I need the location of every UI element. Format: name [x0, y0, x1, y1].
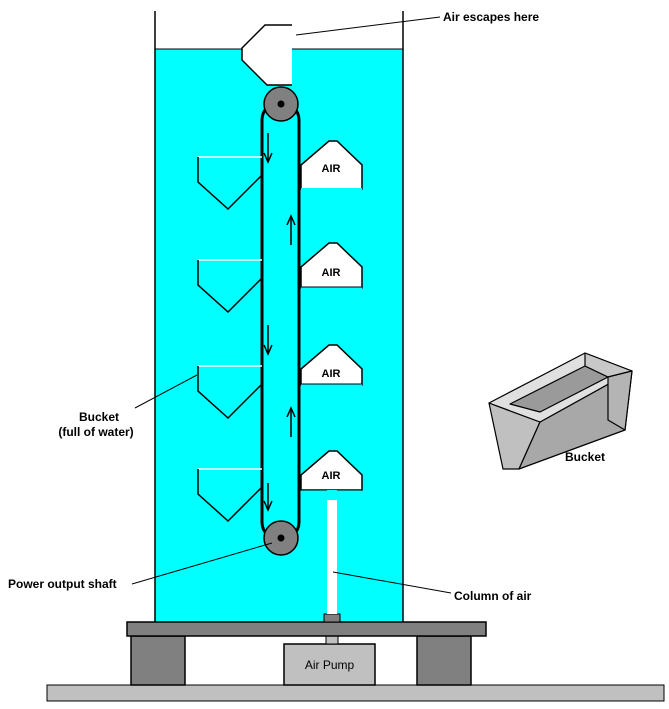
down-arrow-2 — [263, 325, 273, 356]
base-plate — [126, 621, 487, 637]
tipping-bucket — [241, 24, 292, 86]
air-pump-box — [283, 643, 376, 686]
power-output-shaft-axle — [277, 534, 285, 542]
bucket-full-label-line1: Bucket — [79, 410, 119, 424]
air-escapes-label: Air escapes here — [443, 10, 539, 24]
water-bucket-3 — [197, 365, 263, 420]
air-bucket-2: AIR — [300, 242, 363, 295]
air-escapes-leader — [295, 16, 441, 36]
water-bucket-4 — [197, 468, 263, 523]
bucket-full-leader — [134, 374, 198, 409]
air-bucket-1-label: AIR — [322, 163, 341, 175]
bucket-full-label-line2: (full of water) — [58, 425, 133, 439]
air-bucket-3-label: AIR — [322, 368, 341, 380]
water-bucket-1 — [197, 156, 263, 211]
air-bucket-1: AIR — [300, 140, 363, 190]
power-output-shaft-label: Power output shaft — [8, 577, 117, 591]
up-arrow-1 — [286, 214, 296, 245]
bucket-3d-illustration — [488, 352, 633, 470]
air-bucket-4: AIR — [300, 450, 363, 500]
air-bucket-4-label: AIR — [322, 470, 341, 482]
air-column — [327, 490, 337, 614]
down-arrow-3 — [263, 483, 273, 512]
up-arrow-2 — [286, 406, 296, 437]
bucket-illustration-label: Bucket — [565, 450, 605, 464]
conveyor-belt — [260, 100, 301, 542]
top-pulley-axle — [277, 100, 285, 108]
pump-pipe-upper — [323, 613, 341, 623]
left-support-leg — [130, 635, 186, 686]
right-support-leg — [416, 635, 472, 686]
water-bucket-2 — [197, 259, 263, 314]
air-bucket-2-label: AIR — [322, 267, 341, 279]
column-of-air-label: Column of air — [454, 589, 532, 603]
air-bucket-3: AIR — [300, 344, 363, 396]
down-arrow-1 — [263, 133, 273, 164]
column-of-air-leader — [332, 571, 452, 594]
air-pump-label: Air Pump — [305, 658, 355, 672]
ground-bar — [46, 684, 665, 702]
power-shaft-leader — [131, 542, 273, 585]
